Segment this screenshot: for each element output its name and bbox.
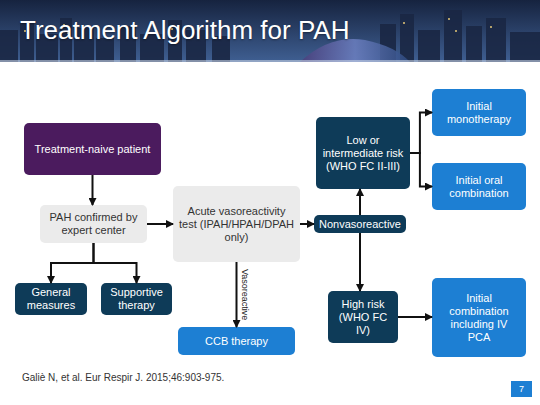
- node-text: Nonvasoreactive: [319, 218, 401, 231]
- connector-arrow: [236, 262, 238, 327]
- therapy-box: Initial monotherapy: [432, 89, 526, 136]
- result-box: Nonvasoreactive: [314, 215, 406, 233]
- connector-arrow: [359, 189, 361, 215]
- therapy-box: Initial combination including IV PCA: [432, 278, 526, 357]
- start-box: Treatment-naive patient: [24, 123, 161, 175]
- header-rule: [0, 60, 540, 62]
- node-text: Initial oral combination: [446, 174, 512, 200]
- connector-arrow: [359, 233, 361, 291]
- test-box: Acute vasoreactivity test (IPAH/HPAH/DPA…: [173, 186, 300, 262]
- node-text: High risk (WHO FC IV): [334, 298, 392, 337]
- node-text: Initial combination including IV PCA: [448, 292, 510, 344]
- page-number: 7: [511, 381, 532, 397]
- connector-arrow: [410, 153, 432, 187]
- measure-box: General measures: [15, 283, 87, 315]
- node-text: PAH confirmed by expert center: [46, 211, 141, 237]
- node-text: General measures: [19, 286, 83, 312]
- connector-arrow: [94, 243, 137, 283]
- node-text: Supportive therapy: [105, 286, 168, 312]
- citation: Galiè N, et al. Eur Respir J. 2015;46:90…: [22, 372, 224, 383]
- process-box: PAH confirmed by expert center: [40, 205, 147, 243]
- node-text: Low or intermediate risk (WHO FC II-III): [322, 134, 404, 173]
- connector-arrow: [410, 113, 432, 154]
- node-text: Treatment-naive patient: [35, 143, 151, 156]
- sky: [0, 0, 540, 62]
- node-text: Acute vasoreactivity test (IPAH/HPAH/DPA…: [179, 205, 294, 244]
- therapy-box: Initial oral combination: [432, 163, 526, 210]
- connector-arrow: [300, 223, 314, 225]
- connector-arrow: [398, 316, 432, 318]
- slide-title: Treatment Algorithm for PAH: [20, 14, 349, 46]
- risk-box: High risk (WHO FC IV): [328, 291, 398, 343]
- therapy-box: CCB therapy: [178, 327, 295, 355]
- measure-box: Supportive therapy: [101, 283, 172, 315]
- node-text: CCB therapy: [205, 335, 268, 348]
- node-text: Initial monotherapy: [446, 100, 512, 126]
- connector-arrow: [147, 223, 173, 225]
- edge-label: Vasoreactive: [240, 269, 250, 320]
- buildings: [0, 10, 540, 62]
- connector-arrow: [92, 175, 94, 205]
- connector-arrow: [51, 243, 94, 283]
- risk-box: Low or intermediate risk (WHO FC II-III): [316, 117, 410, 189]
